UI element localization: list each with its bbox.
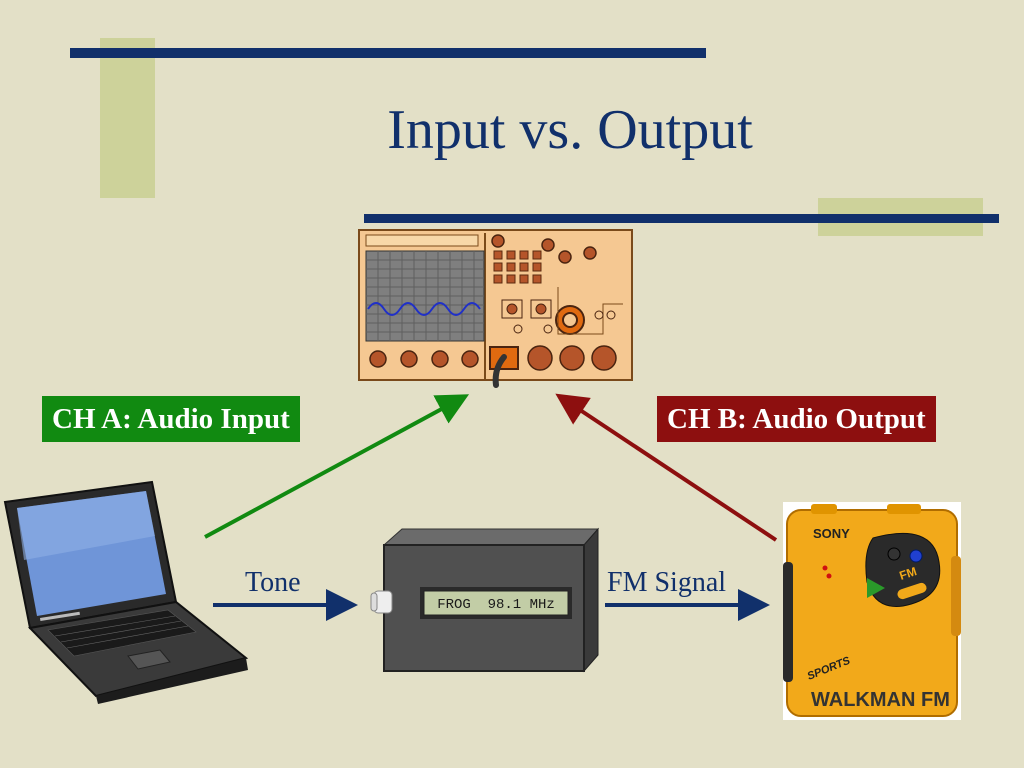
oscilloscope-icon [358,229,633,388]
fm-transmitter-icon: FROG 98.1 MHz [370,527,600,673]
transmitter-display: FROG 98.1 MHz [437,597,555,613]
laptop-icon [3,480,249,704]
fm-signal-label: FM Signal [607,567,727,598]
title-rule-top [70,48,706,58]
channel-a-badge: CH A: Audio Input [42,396,300,442]
channel-a-arrow [204,394,470,539]
walkman-radio-icon: SONY FM SPORTS WALKMAN FM [783,502,961,720]
walkman-brand: SONY [813,526,850,541]
slide-title: Input vs. Output [387,99,753,161]
channel-b-badge: CH B: Audio Output [657,396,936,442]
accent-block-top-left [100,38,155,198]
walkman-model: WALKMAN FM [811,689,950,711]
tone-label: Tone [245,567,301,598]
channel-b-arrow [555,393,778,542]
walkman-fm-button: FM [898,564,919,583]
title-rule-bottom [364,214,999,223]
